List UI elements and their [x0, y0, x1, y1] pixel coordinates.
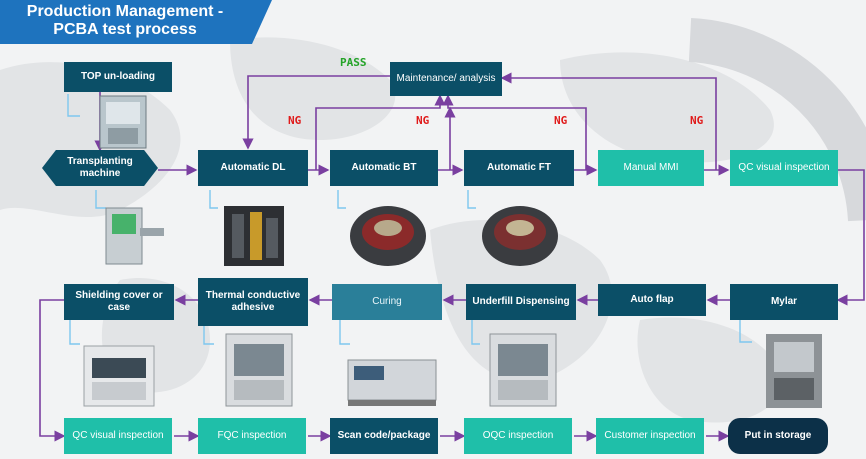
node-fqc: FQC inspection [198, 418, 306, 454]
arrow-ng-mmi [500, 72, 717, 170]
thermal-adhesive-machine-photo [225, 333, 293, 407]
transplanting-machine-photo [105, 207, 164, 265]
top-unloading-machine-photo [99, 95, 147, 149]
ng-label-ft: NG [554, 114, 568, 127]
automatic-ft-fixture-photo [482, 206, 558, 266]
pass-label: PASS [340, 56, 367, 69]
title-line-1: Production Management - [26, 3, 224, 20]
node-scan-code: Scan code/package [330, 418, 438, 454]
node-underfill: Underfill Dispensing [466, 284, 576, 320]
node-top-unloading: TOP un-loading [64, 62, 172, 92]
arrow-shielding-qc [39, 299, 66, 442]
node-manual-mmi: Manual MMI [598, 150, 704, 186]
ng-label-dl: NG [288, 114, 302, 127]
node-curing: Curing [332, 284, 442, 320]
node-qc-visual-top: QC visual inspection [730, 150, 838, 186]
node-mylar: Mylar [730, 284, 838, 320]
curing-oven-photo [347, 359, 437, 406]
mylar-machine-photo [766, 334, 822, 408]
arrow-ng-dl [315, 94, 446, 170]
node-automatic-dl: Automatic DL [198, 150, 308, 186]
title-line-2: PCBA test process [53, 21, 197, 38]
shielding-machine-photo [83, 345, 155, 407]
node-thermal: Thermal conductive adhesive [198, 278, 308, 326]
node-automatic-bt: Automatic BT [330, 150, 438, 186]
node-maintenance: Maintenance/ analysis [390, 62, 502, 96]
node-auto-flap: Auto flap [598, 284, 706, 316]
ng-label-bt: NG [416, 114, 430, 127]
ng-label-mmi: NG [690, 114, 704, 127]
automatic-dl-fixture-photo [224, 206, 284, 266]
page-title: Production Management - PCBA test proces… [0, 3, 250, 39]
underfill-machine-photo [489, 333, 557, 407]
node-qc-visual-bottom: QC visual inspection [64, 418, 172, 454]
automatic-bt-fixture-photo [350, 206, 426, 266]
arrow-ng-ft [442, 94, 587, 170]
node-transplanting: Transplanting machine [42, 150, 158, 186]
node-shielding: Shielding cover or case [64, 284, 174, 320]
arrow-pass [242, 75, 390, 150]
node-storage: Put in storage [728, 418, 828, 454]
node-customer: Customer inspection [596, 418, 704, 454]
arrow-qc-mylar [836, 169, 865, 306]
node-automatic-ft: Automatic FT [464, 150, 574, 186]
title-banner [0, 0, 272, 44]
node-oqc: OQC inspection [464, 418, 572, 454]
